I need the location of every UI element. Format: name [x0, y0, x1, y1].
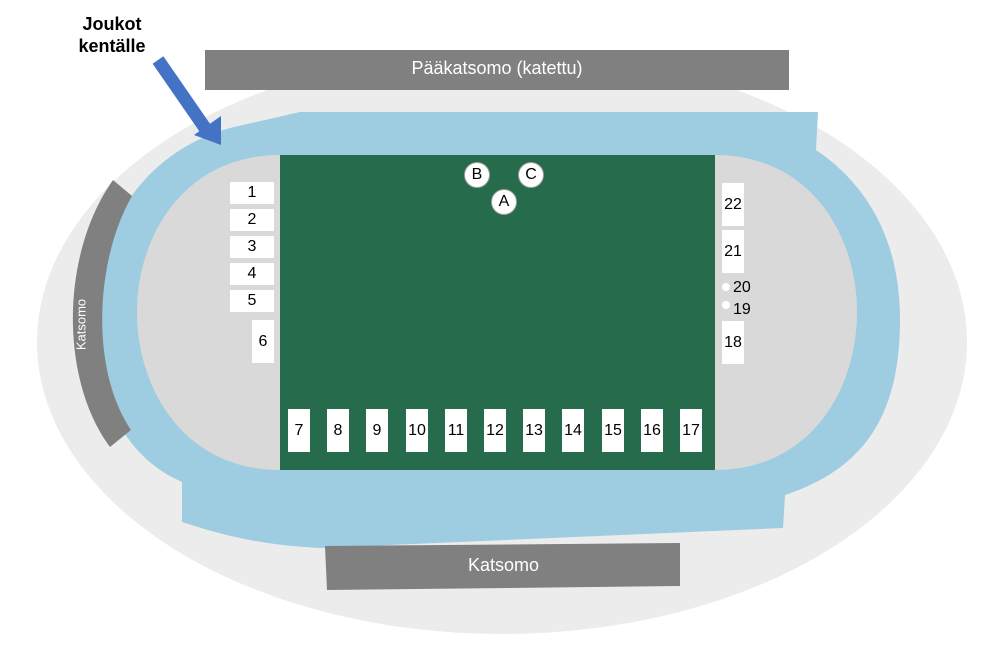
bottom-stand: [325, 543, 680, 590]
entry-arrow-icon: [152, 56, 221, 145]
spot-6: 6: [252, 320, 274, 363]
spot-5: 5: [230, 290, 274, 312]
entry-label-line1: Joukot: [82, 14, 142, 34]
marker-b: B: [464, 162, 490, 188]
spot-9: 9: [366, 409, 388, 452]
marker-a: A: [491, 189, 517, 215]
main-stand: [205, 50, 789, 90]
spot-10: 10: [406, 409, 428, 452]
spot-19: 19: [733, 301, 751, 318]
spot-4: 4: [230, 263, 274, 285]
spot-14: 14: [562, 409, 584, 452]
left-stand: [72, 180, 132, 447]
entry-label: Joukot kentälle: [62, 13, 162, 57]
spot-8: 8: [327, 409, 349, 452]
spot-21: 21: [722, 230, 744, 273]
spot-18: 18: [722, 321, 744, 364]
spot-17: 17: [680, 409, 702, 452]
entry-label-line2: kentälle: [78, 36, 146, 56]
spot-3: 3: [230, 236, 274, 258]
spot-15: 15: [602, 409, 624, 452]
spot-16: 16: [641, 409, 663, 452]
spot-11: 11: [445, 409, 467, 452]
bottom-stand-label: Katsomo: [467, 555, 540, 575]
spot-12: 12: [484, 409, 506, 452]
left-stand-label: Katsomo: [73, 298, 89, 351]
spot-13: 13: [523, 409, 545, 452]
spot-22: 22: [722, 183, 744, 226]
spot-7: 7: [288, 409, 310, 452]
main-stand-label: Pääkatsomo (katettu): [411, 58, 583, 78]
spot-1: 1: [230, 182, 274, 204]
spot-20: 20: [733, 279, 751, 296]
marker-c: C: [518, 162, 544, 188]
spot-20-dot: [722, 283, 730, 291]
spot-19-dot: [722, 301, 730, 309]
spot-2: 2: [230, 209, 274, 231]
